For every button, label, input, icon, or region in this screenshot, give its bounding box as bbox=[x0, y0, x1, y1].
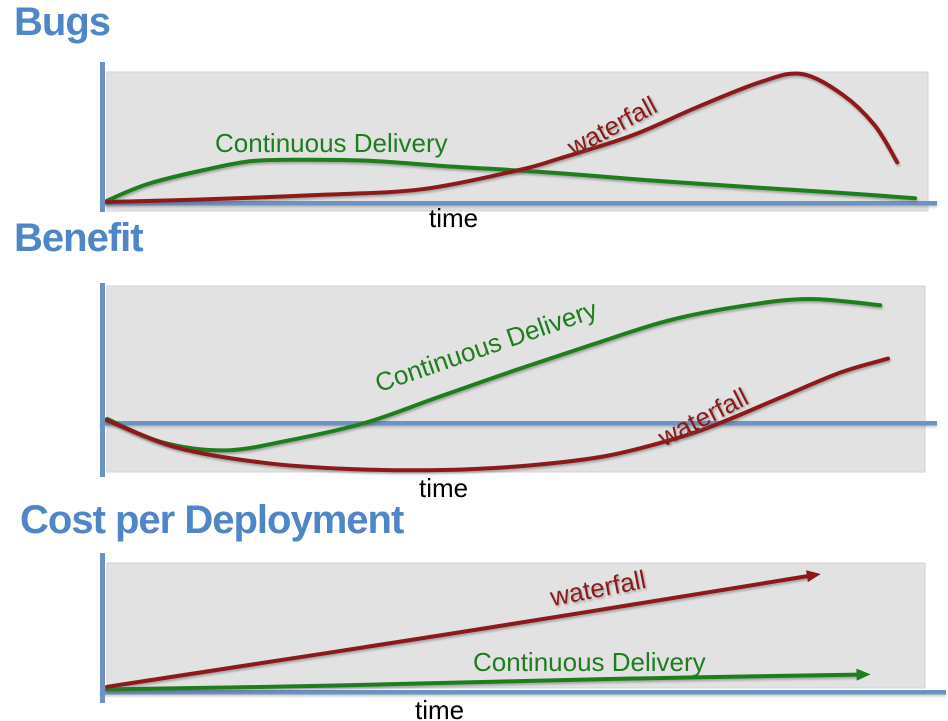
waterfall-curve bbox=[105, 71, 900, 204]
waterfall-arrowhead-icon bbox=[806, 570, 821, 583]
continuous-delivery-curve bbox=[105, 672, 861, 692]
continuous-delivery-curve bbox=[105, 157, 917, 203]
bugs-x-axis bbox=[100, 201, 937, 206]
benefit-chart bbox=[100, 283, 937, 477]
benefit-series-layer bbox=[105, 296, 890, 473]
benefit-plot-area bbox=[106, 285, 926, 473]
bugs-y-axis bbox=[100, 62, 105, 212]
waterfall-curve bbox=[105, 573, 811, 689]
waterfall-curve bbox=[105, 356, 890, 473]
bugs-continuous-delivery-label: Continuous Delivery bbox=[215, 128, 448, 158]
bugs-time-axis-label: time bbox=[429, 203, 479, 233]
cost-series-layer bbox=[105, 570, 871, 692]
bugs-chart bbox=[100, 62, 937, 212]
continuous-delivery-arrowhead-icon bbox=[856, 668, 871, 681]
bugs-chart-title: Bugs bbox=[14, 0, 111, 44]
cost-time-axis-label: time bbox=[415, 695, 465, 721]
benefit-y-axis bbox=[100, 283, 105, 477]
cost-x-axis bbox=[100, 690, 946, 695]
continuous-delivery-curve bbox=[105, 296, 883, 453]
cost-chart-title: Cost per Deployment bbox=[20, 498, 404, 542]
cost-chart bbox=[100, 553, 946, 703]
benefit-x-axis bbox=[100, 421, 937, 426]
benefit-time-axis-label: time bbox=[419, 473, 469, 503]
bugs-series-layer bbox=[105, 71, 917, 204]
benefit-chart-title: Benefit bbox=[14, 216, 144, 260]
cost-y-axis bbox=[100, 553, 105, 703]
cost-continuous-delivery-label: Continuous Delivery bbox=[473, 647, 706, 677]
